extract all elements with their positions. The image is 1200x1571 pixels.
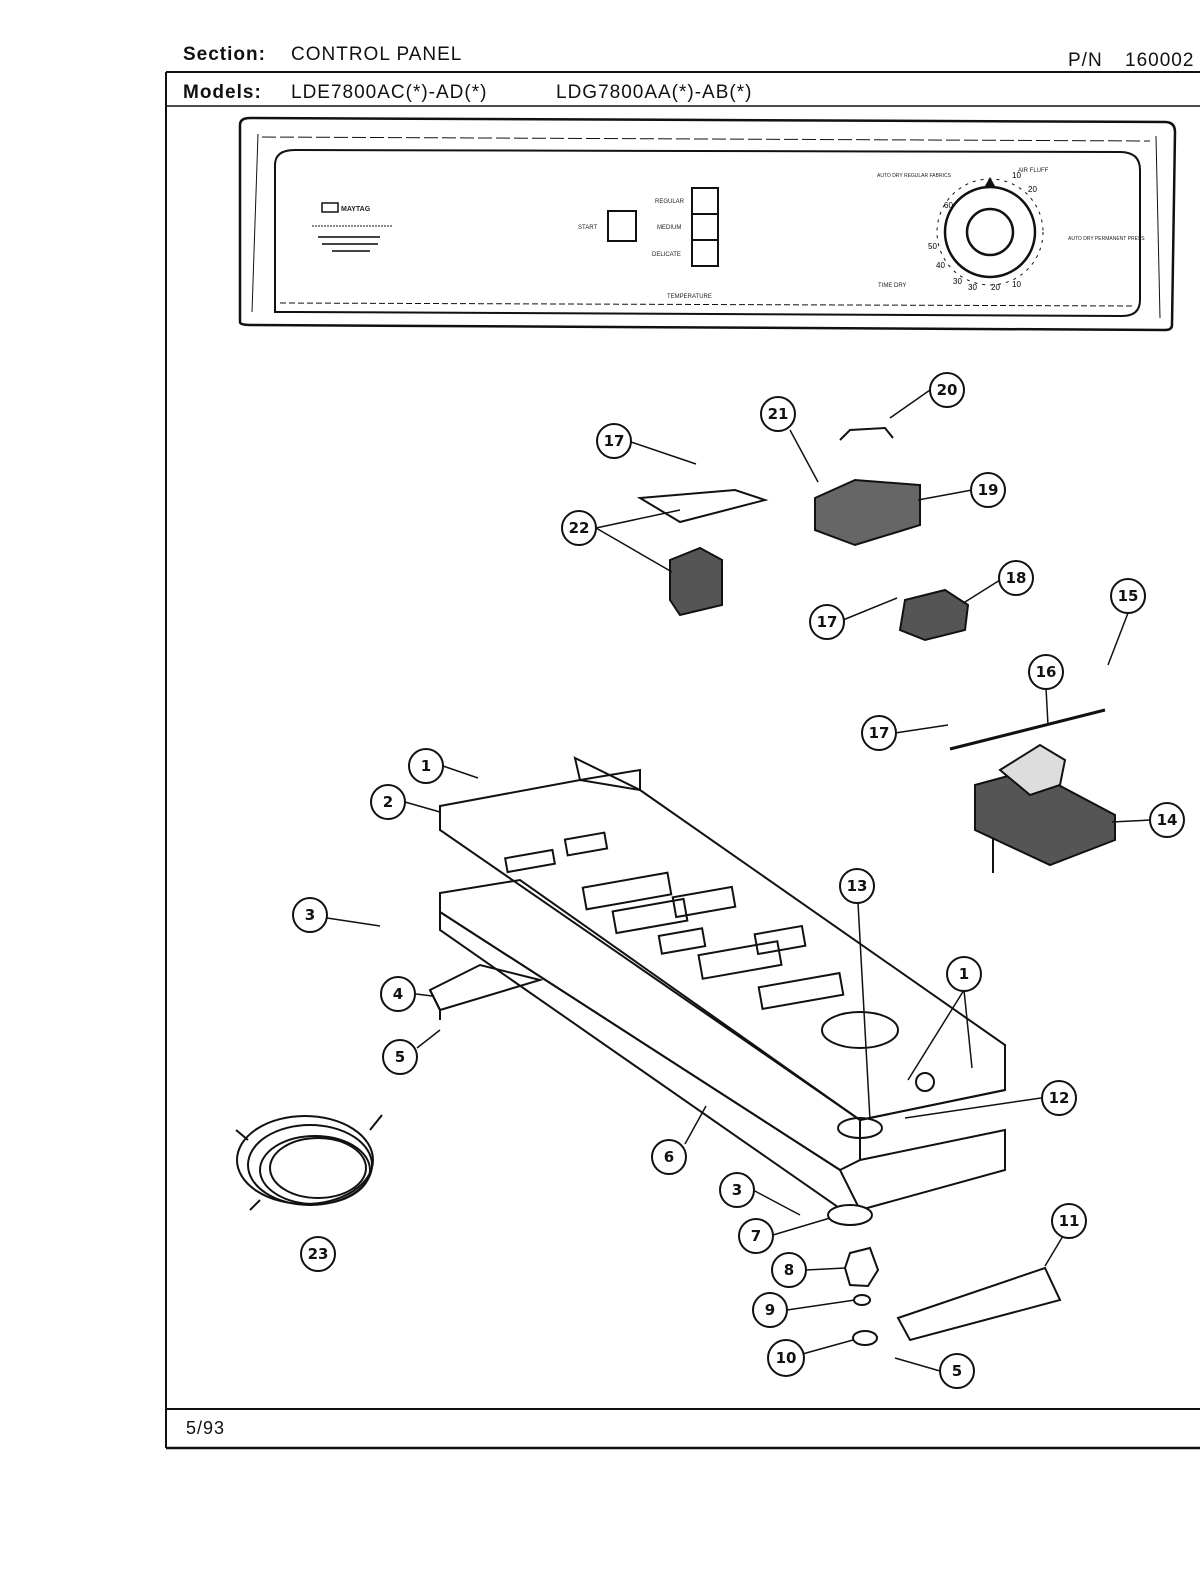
bracket-part-4 (428, 963, 544, 1020)
models-label: Models: (183, 82, 262, 103)
component-part-18 (898, 588, 970, 642)
temp-delicate: DELICATE (652, 252, 681, 258)
part-number-label: P/N (1068, 50, 1103, 71)
callout-2: 2 (383, 793, 393, 811)
callout-17b: 17 (817, 613, 838, 631)
callout-21: 21 (768, 405, 789, 423)
auto-dry-regular-label: AUTO DRY REGULAR FABRICS (877, 173, 952, 179)
resistor-part-20 (839, 426, 894, 441)
start-button: START (578, 210, 637, 242)
timer-num: 30 (968, 283, 977, 292)
timer-part-14 (974, 743, 1116, 873)
timer-num: 30 (953, 277, 962, 286)
timer-num: 20 (1028, 185, 1037, 194)
callout-numbers: 1 2 3 4 5 6 7 3 8 9 10 11 12 13 1 5 14 1… (305, 381, 1178, 1380)
timer-num: 40 (936, 261, 945, 270)
air-fluff-label: AIR FLUFF (1018, 168, 1049, 174)
callout-3b: 3 (732, 1181, 742, 1199)
callout-23: 23 (308, 1245, 329, 1263)
time-dry-label: TIME DRY (878, 283, 907, 289)
callout-15: 15 (1118, 587, 1139, 605)
timer-num: 20 (991, 283, 1000, 292)
callout-3: 3 (305, 906, 315, 924)
section-value: CONTROL PANEL (291, 44, 463, 65)
auto-dry-perm-press-label: AUTO DRY PERMANENT PRESS (1068, 236, 1145, 242)
callout-14: 14 (1157, 811, 1178, 829)
callout-4: 4 (393, 985, 403, 1003)
temp-medium: MEDIUM (657, 225, 681, 231)
brand-name: MAYTAG (341, 206, 371, 213)
page-frame (165, 71, 1200, 1450)
support-part-11 (896, 1266, 1062, 1342)
callout-8: 8 (784, 1261, 794, 1279)
console-assembly (439, 756, 1006, 1214)
callout-22: 22 (569, 519, 590, 537)
knob-part-8 (827, 1204, 880, 1346)
callout-10: 10 (776, 1349, 797, 1367)
timer-num: 50 (928, 242, 937, 251)
section-label: Section: (183, 44, 266, 65)
callout-20: 20 (937, 381, 958, 399)
callout-13: 13 (847, 877, 868, 895)
callout-19: 19 (978, 481, 999, 499)
callout-18: 18 (1006, 569, 1027, 587)
part-number-value: 160002 (1125, 50, 1195, 71)
timer-num: 60 (944, 201, 953, 210)
temp-regular: REGULAR (655, 199, 685, 205)
timer-dial (936, 176, 1044, 286)
temperature-selector: REGULAR MEDIUM DELICATE TEMPERATURE (652, 187, 719, 300)
models-value-electric: LDE7800AC(*)-AD(*) (291, 82, 488, 103)
control-panel-front (238, 116, 1177, 332)
leader-lines (326, 389, 1151, 1372)
strap-part-16 (949, 708, 1106, 751)
revision-date: 5/93 (186, 1418, 226, 1438)
callout-11: 11 (1059, 1212, 1080, 1230)
callout-bubbles (292, 372, 1185, 1389)
temperature-label: TEMPERATURE (667, 294, 712, 300)
timer-num: 10 (1012, 280, 1021, 289)
panel-logo: MAYTAG (312, 202, 392, 252)
switch-part-22 (636, 488, 769, 617)
switch-part-19 (814, 478, 921, 547)
callout-17c: 17 (604, 432, 625, 450)
callout-9: 9 (765, 1301, 775, 1319)
wire-harness-part-23 (235, 1114, 383, 1211)
timer-labels: AUTO DRY REGULAR FABRICS AIR FLUFF AUTO … (877, 168, 1145, 292)
timer-num: 10 (1012, 171, 1021, 180)
callout-5: 5 (395, 1048, 405, 1066)
callout-1b: 1 (959, 965, 969, 983)
callout-17: 17 (869, 724, 890, 742)
start-label: START (578, 225, 597, 231)
callout-12: 12 (1049, 1089, 1070, 1107)
callout-16: 16 (1036, 663, 1057, 681)
callout-1: 1 (421, 757, 431, 775)
callout-7: 7 (751, 1227, 761, 1245)
callout-5b: 5 (952, 1362, 962, 1380)
callout-6: 6 (664, 1148, 674, 1166)
models-value-gas: LDG7800AA(*)-AB(*) (556, 82, 753, 103)
